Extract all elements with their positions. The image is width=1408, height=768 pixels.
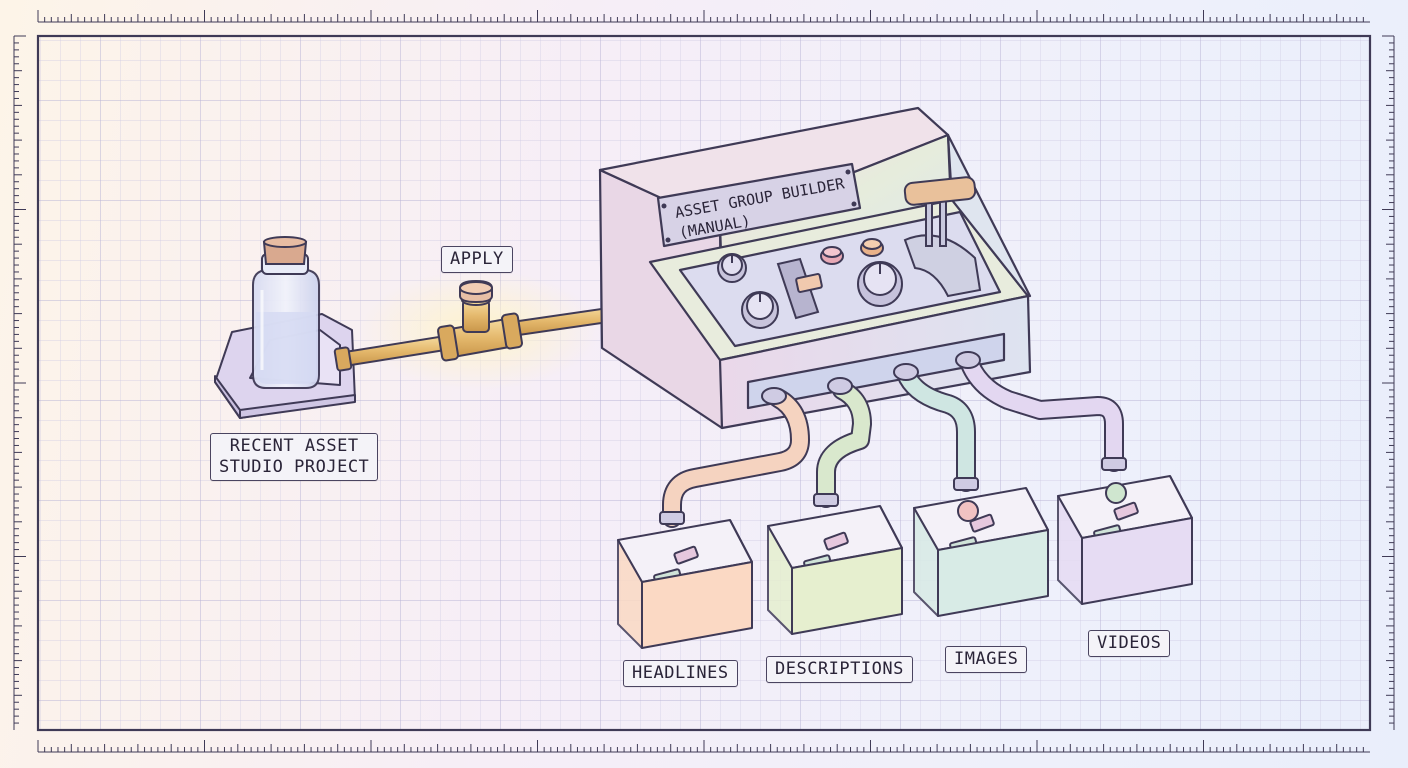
ruler-right — [1382, 35, 1395, 730]
falling-item-2 — [1105, 482, 1127, 504]
bin-headlines — [617, 519, 753, 649]
bin-label-images: IMAGES — [945, 646, 1028, 673]
knob-large-2[interactable] — [857, 261, 903, 307]
source-label: RECENT ASSET STUDIO PROJECT — [210, 433, 379, 481]
outer-frame — [36, 34, 1372, 732]
button-1[interactable] — [820, 246, 844, 265]
ruler-top — [37, 10, 1370, 23]
knob-small-1[interactable] — [717, 253, 747, 283]
bin-images — [913, 487, 1049, 617]
button-2[interactable] — [860, 238, 884, 257]
bin-label-headlines: HEADLINES — [623, 660, 738, 687]
bin-label-videos: VIDEOS — [1088, 630, 1171, 657]
ruler-left — [13, 35, 26, 730]
glass-bottle — [252, 236, 320, 389]
bin-videos — [1057, 475, 1193, 605]
tube-connectors — [659, 351, 1127, 525]
falling-item-1 — [957, 500, 979, 522]
slider-control[interactable] — [776, 257, 823, 320]
apply-label: APPLY — [441, 246, 513, 273]
bin-label-descriptions: DESCRIPTIONS — [766, 656, 913, 683]
source-label-line2: STUDIO PROJECT — [219, 457, 370, 477]
lever-handle[interactable] — [903, 176, 982, 298]
ruler-bottom — [37, 740, 1370, 753]
bin-descriptions — [767, 505, 903, 635]
source-label-line1: RECENT ASSET — [229, 436, 359, 456]
knob-large-1[interactable] — [741, 291, 779, 329]
output-tubes — [662, 354, 1124, 528]
output-bins — [617, 475, 1193, 649]
